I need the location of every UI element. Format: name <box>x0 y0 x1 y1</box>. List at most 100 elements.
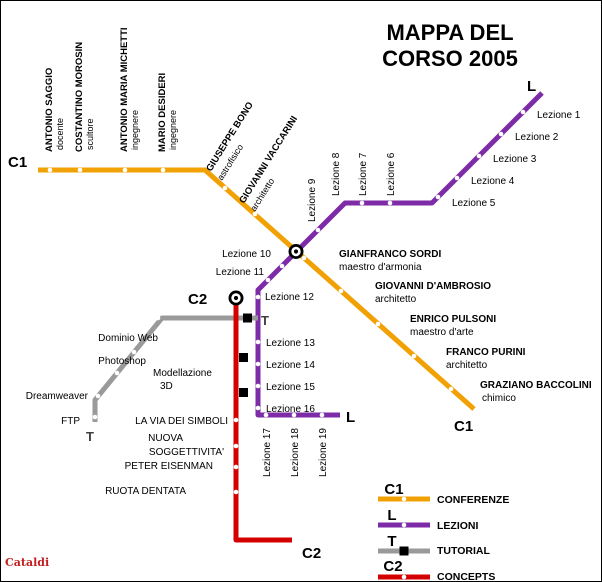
c2-concepts-line <box>233 302 292 543</box>
c2-end-label: C2 <box>302 545 321 562</box>
station-label: Lezione 1 <box>537 110 581 121</box>
station-label: GIANFRANCO SORDI <box>339 249 441 260</box>
c1-conferenze-line <box>38 167 476 411</box>
station-dot <box>255 383 261 389</box>
l-end-label: L <box>346 409 355 426</box>
t-tutorial-line <box>92 315 258 422</box>
legend-marker-c1: C1 <box>384 481 403 498</box>
station-dot <box>401 496 407 502</box>
station-dot <box>476 153 482 159</box>
station-label: Lezione 10 <box>222 249 271 260</box>
map-title-line2: CORSO 2005 <box>382 46 518 71</box>
c1-end-label: C1 <box>454 418 473 435</box>
station-label: FRANCO PURINI <box>446 347 526 358</box>
station-dot <box>265 277 271 283</box>
station-dot <box>315 227 321 233</box>
station-dot <box>319 412 325 418</box>
tutorial-terminal-label: T <box>86 429 94 444</box>
station-label: Dominio Web <box>98 333 158 344</box>
station-label: GIOVANNI D'AMBROSIO <box>375 281 491 292</box>
station-dot <box>252 211 258 217</box>
station-dot <box>401 522 407 528</box>
station-label: Lezione 12 <box>265 292 314 303</box>
legend-marker-l: L <box>387 507 396 524</box>
station-label: PETER EISENMAN <box>125 461 213 472</box>
tutorial-square-marker <box>243 313 252 323</box>
station-role: docente <box>55 118 65 150</box>
station-role: architetto <box>446 360 488 371</box>
station-label: 3D <box>160 381 173 392</box>
l-start-label: L <box>527 78 536 95</box>
legend-label-tutorial: TUTORIAL <box>437 545 490 557</box>
station-label: Lezione 17 <box>262 428 273 477</box>
station-label: MARIO DESIDERI <box>157 73 168 152</box>
station-label: Lezione 5 <box>452 198 496 209</box>
c1-start-label: C1 <box>8 154 27 171</box>
station-label: ANTONIO SAGGIO <box>44 68 55 152</box>
c2-start-label: C2 <box>188 291 207 308</box>
station-role: architetto <box>375 294 417 305</box>
station-role: maestro d'armonia <box>339 262 422 273</box>
station-dot <box>375 321 381 327</box>
station-dot <box>233 443 239 449</box>
station-dot <box>301 255 307 261</box>
station-label: Lezione 19 <box>318 428 329 477</box>
station-dot <box>233 489 239 495</box>
station-label: Lezione 7 <box>358 152 369 196</box>
station-label: Photoshop <box>98 356 146 367</box>
station-label: Lezione 18 <box>290 428 301 477</box>
station-dot <box>233 417 239 423</box>
station-dot <box>222 185 228 191</box>
station-dot <box>122 167 128 173</box>
station-dot <box>411 353 417 359</box>
station-label: Lezione 16 <box>266 404 315 415</box>
station-dot <box>255 339 261 345</box>
station-label: NUOVA <box>148 433 183 444</box>
station-dot <box>114 370 120 376</box>
station-dot <box>291 412 297 418</box>
station-label: Lezione 14 <box>266 360 315 371</box>
station-dot <box>263 412 269 418</box>
station-label: Lezione 4 <box>471 176 515 187</box>
station-role: maestro d'arte <box>410 327 474 338</box>
station-dot <box>47 167 53 173</box>
legend-label-conferenze: CONFERENZE <box>437 494 509 506</box>
station-dot <box>160 167 166 173</box>
station-role: scultore <box>85 118 95 150</box>
station-label: FTP <box>61 416 80 427</box>
legend-marker-t: T <box>387 533 396 550</box>
station-dot <box>131 349 137 355</box>
station-label: Lezione 2 <box>515 132 559 143</box>
interchange-circle <box>228 290 244 306</box>
station-dot <box>498 131 504 137</box>
station-dot <box>255 405 261 411</box>
station-label: COSTANTINO MOROSIN <box>74 42 85 152</box>
station-dot <box>255 294 261 300</box>
station-dot <box>454 175 460 181</box>
watermark: Cataldi <box>5 556 49 569</box>
station-dot <box>255 361 261 367</box>
legend-label-concepts: CONCEPTS <box>437 571 495 582</box>
station-dot <box>520 109 526 115</box>
station-label: GRAZIANO BACCOLINI <box>480 380 592 391</box>
legend-label-lezioni: LEZIONI <box>437 520 478 532</box>
station-label: Lezione 11 <box>216 267 265 278</box>
station-dot <box>435 194 441 200</box>
station-dot <box>279 263 285 269</box>
station-label: Modellazione <box>153 368 212 379</box>
station-label: Dreamweaver <box>26 391 89 402</box>
station-label: ANTONIO MARIA MICHETTI <box>119 27 130 152</box>
station-dot <box>155 315 161 321</box>
legend-marker-c2: C2 <box>383 558 402 575</box>
station-role: chimico <box>482 393 516 404</box>
station-dot <box>92 414 98 420</box>
tutorial-square-marker <box>399 546 409 556</box>
station-dot <box>332 200 338 206</box>
station-label: Lezione 8 <box>331 152 342 196</box>
tutorial-square-marker <box>239 388 248 397</box>
station-dot <box>95 393 101 399</box>
station-label: Lezione 13 <box>266 338 315 349</box>
